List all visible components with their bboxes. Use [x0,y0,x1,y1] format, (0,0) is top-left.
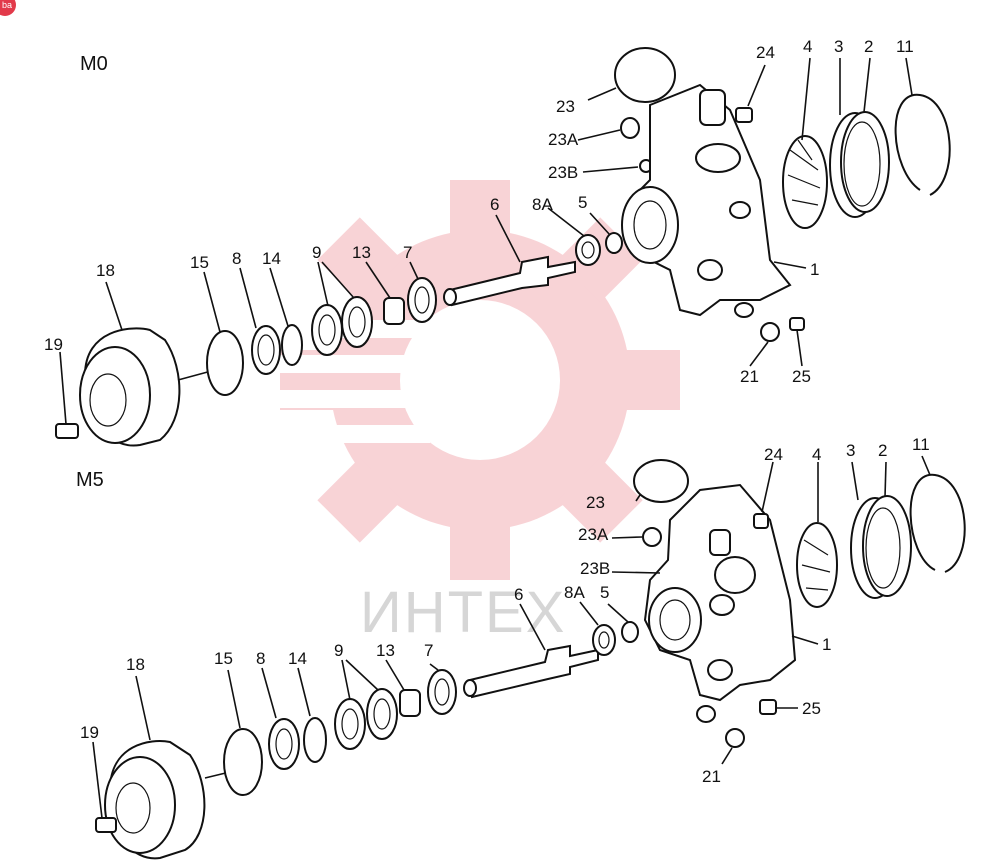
bearing-8a [592,624,616,656]
shaft-6 [443,255,576,307]
label-m0-1: 1 [810,260,819,279]
label-m5-8: 8 [256,649,265,668]
pulley-18 [104,740,239,860]
label-m5-19: 19 [80,723,99,742]
label-m0-3: 3 [834,37,843,56]
bolt-19 [95,817,117,833]
plug-25 [759,699,777,715]
bolt-19 [55,423,79,439]
bearing-8a [575,234,601,266]
label-m5-2: 2 [878,441,887,460]
label-m0-8a: 8A [532,195,553,214]
label-m5-8a: 8A [564,583,585,602]
bearing-8 [251,325,281,375]
label-m0-19: 19 [44,335,63,354]
corner-badge: ba [0,0,16,16]
seal-2 [840,111,890,213]
label-m0-2: 2 [864,37,873,56]
plug-21 [725,728,745,748]
o-ring-23a [642,527,662,547]
label-m0-18: 18 [96,261,115,280]
snap-ring-11 [909,473,966,573]
bearing-9b [366,688,398,740]
label-m0-23a: 23A [548,130,579,149]
label-m5-1: 1 [822,635,831,654]
o-ring-23 [633,459,689,503]
label-m5-13: 13 [376,641,395,660]
ring-14 [281,324,303,366]
label-m5-6: 6 [514,585,523,604]
label-m5-23b: 23B [580,559,610,578]
label-m0-13: 13 [352,243,371,262]
label-m0-14: 14 [262,249,281,268]
label-m0-23b: 23B [548,163,578,182]
plug-25 [789,317,805,331]
label-m0-8: 8 [232,249,241,268]
label-m5-24: 24 [764,445,783,464]
impeller-4 [782,135,828,229]
label-m0-23: 23 [556,97,575,116]
nut-5 [621,621,639,643]
bearing-9b [341,296,373,348]
impeller-4 [796,522,838,608]
bearing-9a [311,304,343,356]
bearing-9a [334,698,366,750]
pulley-18 [79,327,216,447]
snap-ring-11 [894,93,951,196]
label-m0-24: 24 [756,43,775,62]
label-m5-3: 3 [846,441,855,460]
watermark-text: ИНТЕХ [360,580,566,645]
label-m5-23: 23 [586,493,605,512]
label-m5-23a: 23A [578,525,609,544]
assembly-title-m5: M5 [76,469,104,491]
label-m0-25: 25 [792,367,811,386]
spacer-13 [383,297,405,325]
spacer-13 [399,689,421,717]
shaft-6 [463,644,599,699]
label-m0-15: 15 [190,253,209,272]
pump-housing-1 [621,83,792,317]
assembly-m0 [55,47,951,447]
label-m5-25: 25 [802,699,821,718]
label-m5-21: 21 [702,767,721,786]
label-m0-7: 7 [403,243,412,262]
nut-5 [605,232,623,254]
plug-24 [753,513,769,529]
label-m5-14: 14 [288,649,307,668]
flange-15 [223,728,263,796]
ring-14 [303,717,327,763]
label-m5-7: 7 [424,641,433,660]
bearing-8 [268,718,300,770]
label-m0-6: 6 [490,195,499,214]
label-m5-11: 11 [912,435,930,454]
label-m0-21: 21 [740,367,759,386]
label-m5-18: 18 [126,655,145,674]
label-m0-5: 5 [578,193,587,212]
label-m0-4: 4 [803,37,812,56]
assembly-m5 [92,455,966,860]
label-m5-9: 9 [334,641,343,660]
plug-21 [760,322,780,342]
plug-24 [735,107,753,123]
o-ring-23a [620,117,640,139]
assembly-title-m0: M0 [80,53,108,75]
bearing-7 [407,277,437,323]
seal-2 [862,495,912,597]
pump-housing-1 [643,483,797,702]
o-ring-23 [614,47,676,103]
flange-15 [206,330,244,396]
label-m5-5: 5 [600,583,609,602]
label-m5-4: 4 [812,445,821,464]
label-m0-9: 9 [312,243,321,262]
label-m5-15: 15 [214,649,233,668]
bearing-7 [427,669,457,715]
label-m0-11: 11 [896,37,914,56]
